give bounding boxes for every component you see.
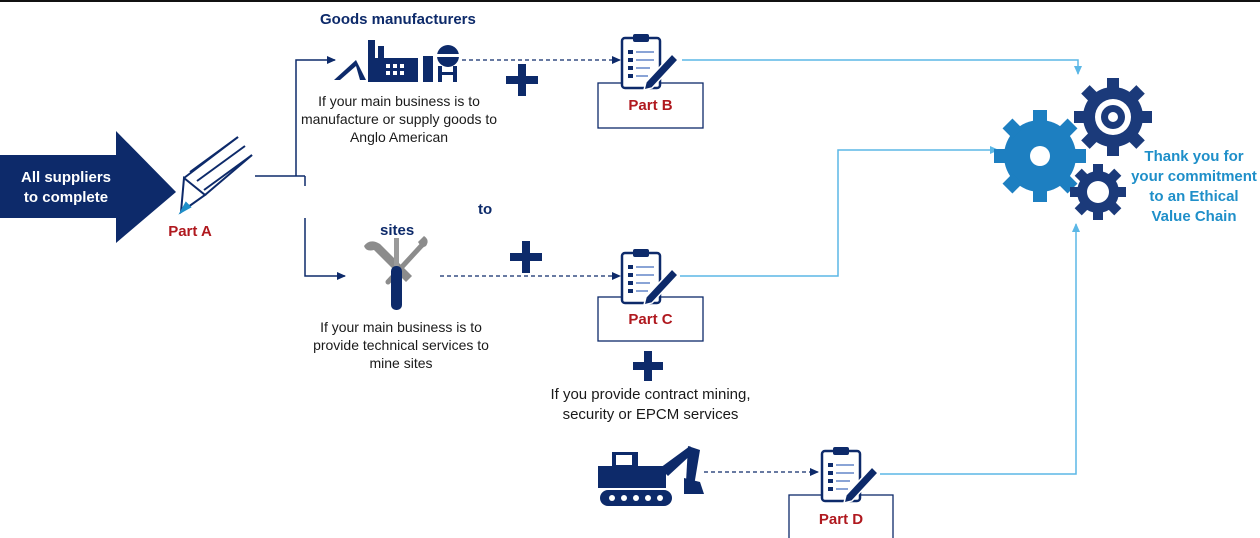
part-b-label: Part B [628,97,673,114]
dashed-connectors [440,56,819,476]
gear-connectors [680,59,1082,475]
goods-description: If your main business is to manufacture … [300,93,498,145]
services-title-fragment: to [478,201,493,218]
tools-icon [364,236,428,310]
part-a-label: Part A [168,223,212,240]
contract-description: If you provide contract mining, security… [550,386,751,423]
clipboard-icon-d [820,447,880,505]
gears-icon [994,78,1152,220]
services-description: If your main business is to provide tech… [313,319,489,371]
start-arrow [0,131,176,243]
factory-icon [334,40,459,82]
clipboard-icon-c [620,249,680,307]
top-border-line [0,0,1260,2]
clipboard-icon-b [620,34,680,92]
pencil-icon [178,136,253,215]
goods-manufacturers-title: Goods manufacturers [320,11,476,28]
branch-connectors [255,56,346,280]
services-title: sites [380,222,415,239]
thank-you-message: Thank you for your commitment to an Ethi… [1131,148,1257,225]
start-arrow-label: All suppliers to complete [20,169,112,206]
plus-signs [506,64,663,381]
part-d-label: Part D [818,511,864,528]
excavator-icon [598,446,704,506]
part-c-label: Part C [628,311,673,328]
